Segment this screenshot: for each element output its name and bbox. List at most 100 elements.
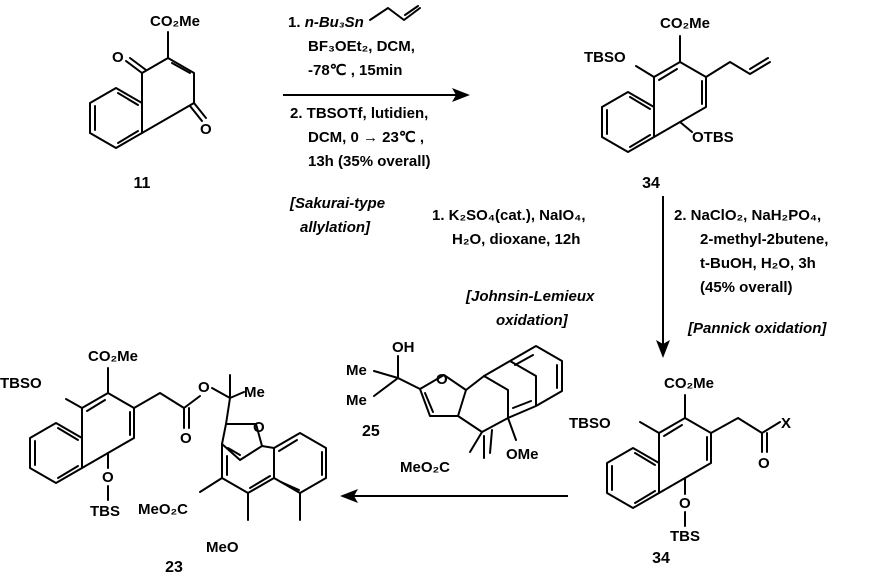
compound-11: CO₂Me O O 11: [89, 13, 212, 192]
c11-quinone-ring: [141, 57, 195, 134]
step2-right-4: (45% overall): [700, 279, 793, 296]
compound-34-top: CO₂Me TBSO OTBS 34: [584, 15, 771, 192]
c34t-number: 34: [642, 175, 660, 192]
step2-left-name-2: oxidation]: [496, 312, 569, 329]
step2-arrowhead: [656, 340, 670, 358]
step1-line3: -78℃ , 15min: [308, 62, 402, 79]
step2-left-2: H₂O, dioxane, 12h: [452, 231, 580, 248]
c25-quaternary-c: [373, 370, 421, 397]
c23-ester-o: O: [198, 379, 210, 396]
c11-ketone-bottom: [189, 102, 207, 122]
c11-benzo-ring: [89, 87, 143, 149]
c34b-ester: CO₂Me: [664, 375, 714, 392]
step1-line4: 2. TBSOTf, lutidien,: [290, 105, 428, 122]
c23-middle-ring: [221, 443, 275, 494]
step1-allyl-reagent: n-Bu₃Sn: [305, 14, 364, 31]
compound-25: OH Me Me O MeO₂C OMe 25: [346, 339, 563, 476]
c34t-second-ring: [653, 61, 707, 138]
c23-ester-chain: [133, 392, 201, 429]
c23-furan: [221, 423, 263, 461]
c25-oh: OH: [392, 339, 415, 356]
c25-me-top: Me: [346, 362, 367, 379]
c34b-o-link: O: [679, 495, 691, 512]
c23-gem-dimethyl: [211, 374, 245, 425]
c11-ester-label: CO₂Me: [150, 13, 200, 30]
c23-carbonyl-o: O: [180, 430, 192, 447]
step1-num: 1.: [288, 14, 305, 31]
c23-me-right: Me: [244, 384, 265, 401]
c23-benzo-ring: [29, 422, 83, 484]
c23-tbso: TBSO: [0, 375, 42, 392]
c34t-otbs: OTBS: [692, 129, 734, 146]
c34b-tbso-bond: [639, 421, 660, 434]
c11-oxo-bottom: O: [200, 121, 212, 138]
step1-line2: BF₃OEt₂, DCM,: [308, 38, 415, 55]
step2-right-name: [Pannick oxidation]: [687, 320, 827, 337]
c34t-ester: CO₂Me: [660, 15, 710, 32]
c11-ene-double: [171, 62, 191, 74]
step1-conditions: 1. n-Bu₃Sn BF₃OEt₂, DCM, -78℃ , 15min 2.…: [288, 5, 431, 236]
c23-substituent-bonds: [199, 477, 249, 521]
c23-benzo-double: [34, 427, 79, 479]
c25-middle-ring: [457, 375, 509, 433]
c34b-carbonyl-o: O: [758, 455, 770, 472]
c25-naph-ring: [483, 345, 563, 419]
svg-text:1. n-Bu₃Sn: 1. n-Bu₃Sn: [288, 14, 364, 31]
step1-line5: DCM, 0 → 23℃ ,: [308, 129, 424, 146]
c23-ring-o: O: [253, 419, 265, 436]
c25-furan: [419, 374, 467, 417]
c34b-acyl-chain: [710, 417, 781, 453]
c34t-otbs-bond: [679, 121, 693, 133]
c34b-x: X: [781, 415, 791, 432]
c23-tbso-bond: [65, 398, 83, 409]
c25-ring-o: O: [436, 371, 448, 388]
step1-name-1: [Sakurai-type: [289, 195, 385, 212]
c23-meo: MeO: [206, 539, 239, 556]
step1-arrowhead: [452, 88, 470, 102]
step2-right-3: t-BuOH, H₂O, 3h: [700, 255, 816, 272]
step2-left-1: 1. K₂SO₄(cat.), NaIO₄,: [432, 207, 586, 224]
c23-ester: CO₂Me: [88, 348, 138, 365]
step1-line6: 13h (35% overall): [308, 153, 431, 170]
step1-name-2: allylation]: [300, 219, 371, 236]
c23-tbs: TBS: [90, 503, 120, 520]
c11-benzo-double-bonds: [94, 92, 139, 144]
c34t-tbso-bond: [635, 65, 655, 78]
c23-naph-double: [278, 439, 323, 491]
c34t-benzo-ring: [601, 91, 655, 153]
step2-right-1: 2. NaClO₂, NaH₂PO₄,: [674, 207, 821, 224]
c34b-benzo-ring: [606, 447, 660, 509]
c23-furan-double: [227, 447, 241, 456]
step2-left-name-1: [Johnsin-Lemieux: [465, 288, 595, 305]
c25-ome-bond: [507, 417, 517, 441]
c34t-second-double: [658, 68, 703, 105]
c34b-benzo-double: [611, 452, 656, 504]
step2-right-2: 2-methyl-2butene,: [700, 231, 828, 248]
c25-ome: OMe: [506, 446, 539, 463]
c25-ring-extension: [483, 429, 493, 459]
c23-middle-double: [226, 455, 271, 489]
step2-conditions: 1. K₂SO₄(cat.), NaIO₄, H₂O, dioxane, 12h…: [432, 207, 828, 337]
c25-ester: MeO₂C: [400, 459, 450, 476]
c23-number: 23: [165, 559, 183, 576]
step3-arrowhead: [340, 489, 358, 503]
c11-oxo-top: O: [112, 49, 124, 66]
compound-23: CO₂Me TBSO O TBS O O Me O MeO₂C MeO 23: [0, 348, 327, 576]
c34t-tbso: TBSO: [584, 49, 626, 66]
c23-ester2: MeO₂C: [138, 501, 188, 518]
c34b-tbs: TBS: [670, 528, 700, 545]
c34t-allyl: [705, 57, 771, 78]
c23-o-link: O: [102, 469, 114, 486]
c11-number: 11: [134, 175, 151, 192]
c34t-benzo-double: [606, 96, 651, 148]
c25-naph-double: [512, 354, 558, 409]
compound-34-bottom: CO₂Me TBSO X O O TBS 34: [569, 375, 791, 567]
c34b-second-double: [663, 424, 708, 461]
c25-ester-bond: [469, 431, 483, 453]
c34b-number: 34: [652, 550, 670, 567]
c11-ketone-top: [125, 57, 147, 74]
allyl-chain: [369, 5, 421, 21]
c25-me-bottom: Me: [346, 392, 367, 409]
